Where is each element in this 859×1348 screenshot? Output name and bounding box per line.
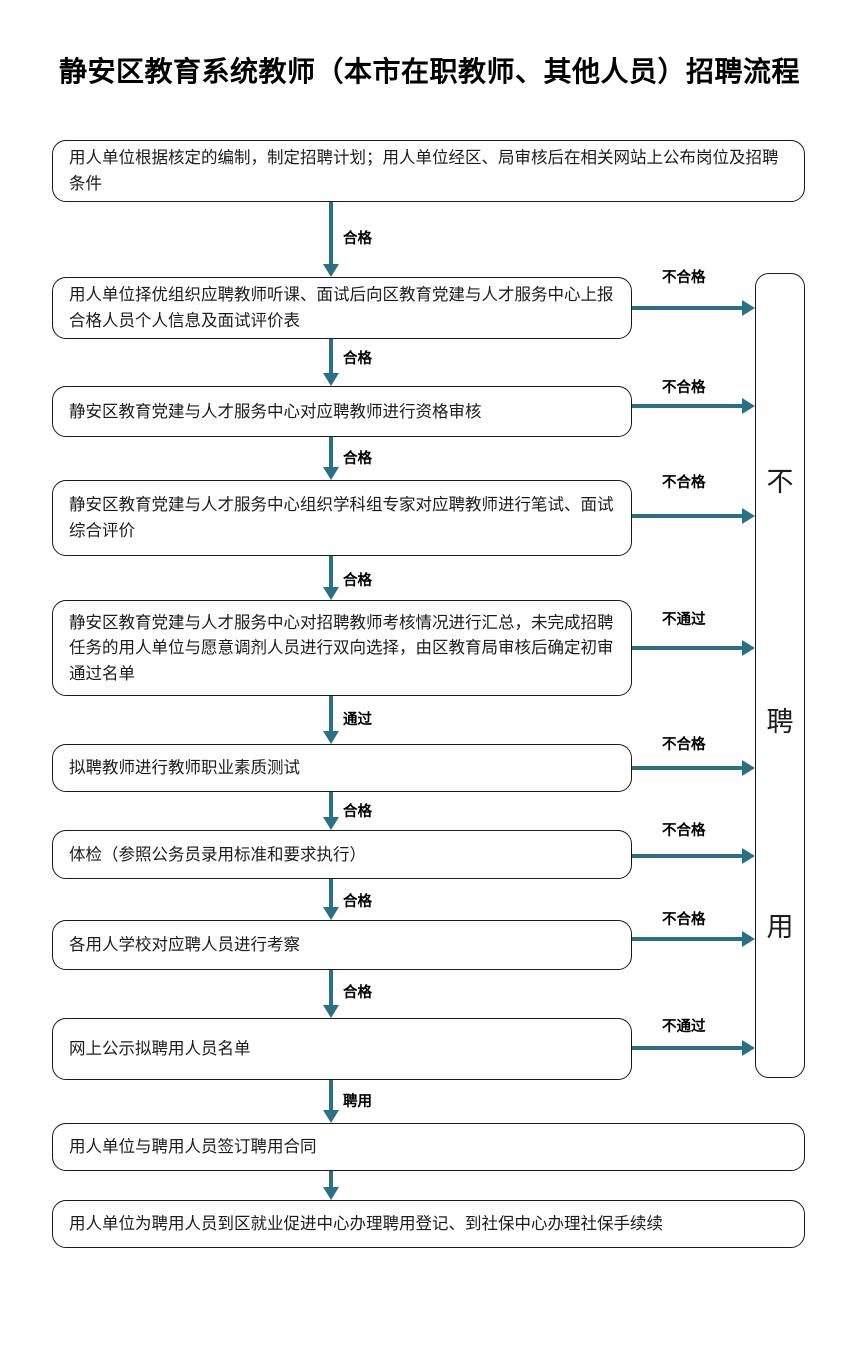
process-box-4-text: 静安区教育党建与人才服务中心组织学科组专家对应聘教师进行笔试、面试综合评价: [69, 495, 614, 540]
edge-label-pass-1-2: 合格: [343, 231, 372, 247]
process-box-5[interactable]: 静安区教育党建与人才服务中心对招聘教师考核情况进行汇总，未完成招聘任务的用人单位…: [52, 600, 632, 696]
flow-arrow-3-4-line: [329, 437, 333, 467]
flow-arrow-3-4-head: [322, 467, 339, 480]
edge-label-pass-7-8: 合格: [343, 894, 372, 910]
flow-arrow-4-5-line: [329, 556, 333, 587]
reject-arrow-5-head: [742, 639, 755, 656]
reject-arrow-7-line: [632, 854, 742, 858]
flow-arrow-1-2-line: [329, 202, 333, 264]
process-box-4[interactable]: 静安区教育党建与人才服务中心组织学科组专家对应聘教师进行笔试、面试综合评价: [52, 480, 632, 556]
process-box-9-text: 网上公示拟聘用人员名单: [69, 1039, 251, 1059]
flow-arrow-4-5-head: [322, 587, 339, 600]
edge-label-pass-5-6: 通过: [343, 712, 372, 728]
edge-label-pass-6-7: 合格: [343, 804, 372, 820]
process-box-2-text: 用人单位择优组织应聘教师听课、面试后向区教育党建与人才服务中心上报合格人员个人信…: [69, 285, 614, 330]
edge-label-pass-4-5: 合格: [343, 573, 372, 589]
flow-arrow-6-7-head: [322, 817, 339, 830]
process-box-1[interactable]: 用人单位根据核定的编制，制定招聘计划；用人单位经区、局审核后在相关网站上公布岗位…: [52, 140, 805, 202]
process-box-7-text: 体检（参照公务员录用标准和要求执行）: [69, 844, 366, 864]
reject-arrow-2-line: [632, 306, 742, 310]
edge-label-pass-8-9: 合格: [343, 985, 372, 1001]
process-box-10[interactable]: 用人单位与聘用人员签订聘用合同: [52, 1123, 805, 1171]
flow-arrow-5-6-head: [322, 731, 339, 744]
flow-arrow-5-6-line: [329, 696, 333, 731]
edge-label-reject-2: 不合格: [662, 270, 706, 286]
reject-arrow-3-line: [632, 404, 742, 408]
process-box-8-text: 各用人学校对应聘人员进行考察: [69, 935, 300, 955]
edge-label-reject-4: 不合格: [662, 475, 706, 491]
flow-arrow-9-10-head: [322, 1110, 339, 1123]
process-box-3[interactable]: 静安区教育党建与人才服务中心对应聘教师进行资格审核: [52, 386, 632, 437]
flow-arrow-10-11-head: [322, 1187, 339, 1200]
reject-outcome-bar[interactable]: 不 聘 用: [755, 273, 805, 1078]
reject-arrow-9-line: [632, 1046, 742, 1050]
edge-label-pass-9-10: 聘用: [343, 1094, 372, 1110]
reject-arrow-4-head: [742, 507, 755, 524]
flow-arrow-2-3-head: [322, 373, 339, 386]
process-box-11[interactable]: 用人单位为聘用人员到区就业促进中心办理聘用登记、到社保中心办理社保手续续: [52, 1200, 805, 1248]
process-box-3-text: 静安区教育党建与人才服务中心对应聘教师进行资格审核: [69, 401, 482, 421]
flow-arrow-9-10-line: [329, 1080, 333, 1110]
edge-label-reject-5: 不通过: [662, 612, 706, 628]
edge-label-reject-7: 不合格: [662, 823, 706, 839]
process-box-6[interactable]: 拟聘教师进行教师职业素质测试: [52, 744, 632, 792]
process-box-11-text: 用人单位为聘用人员到区就业促进中心办理聘用登记、到社保中心办理社保手续续: [69, 1214, 663, 1234]
edge-label-pass-3-4: 合格: [343, 451, 372, 467]
reject-arrow-6-head: [742, 759, 755, 776]
reject-arrow-4-line: [632, 514, 742, 518]
process-box-1-text: 用人单位根据核定的编制，制定招聘计划；用人单位经区、局审核后在相关网站上公布岗位…: [69, 148, 779, 193]
flow-arrow-10-11-line: [329, 1171, 333, 1187]
reject-arrow-6-line: [632, 766, 742, 770]
flow-arrow-2-3-line: [329, 339, 333, 373]
reject-arrow-8-head: [742, 930, 755, 947]
flow-arrow-8-9-line: [329, 970, 333, 1005]
flow-arrow-1-2-head: [322, 264, 339, 277]
reject-arrow-2-head: [742, 299, 755, 316]
edge-label-reject-9: 不通过: [662, 1019, 706, 1035]
process-box-2[interactable]: 用人单位择优组织应聘教师听课、面试后向区教育党建与人才服务中心上报合格人员个人信…: [52, 277, 632, 339]
flow-arrow-7-8-line: [329, 879, 333, 907]
process-box-9[interactable]: 网上公示拟聘用人员名单: [52, 1018, 632, 1080]
reject-arrow-8-line: [632, 937, 742, 941]
process-box-10-text: 用人单位与聘用人员签订聘用合同: [69, 1137, 317, 1157]
edge-label-reject-6: 不合格: [662, 737, 706, 753]
reject-bar-char-2: 聘: [766, 707, 794, 738]
process-box-5-text: 静安区教育党建与人才服务中心对招聘教师考核情况进行汇总，未完成招聘任务的用人单位…: [69, 612, 614, 683]
reject-bar-char-3: 用: [766, 912, 794, 943]
flow-arrow-8-9-head: [322, 1005, 339, 1018]
flow-arrow-6-7-line: [329, 792, 333, 817]
reject-arrow-9-head: [742, 1039, 755, 1056]
reject-bar-char-1: 不: [766, 467, 794, 498]
edge-label-reject-8: 不合格: [662, 912, 706, 928]
edge-label-pass-2-3: 合格: [343, 351, 372, 367]
reject-arrow-3-head: [742, 397, 755, 414]
reject-arrow-7-head: [742, 847, 755, 864]
process-box-7[interactable]: 体检（参照公务员录用标准和要求执行）: [52, 830, 632, 879]
process-box-8[interactable]: 各用人学校对应聘人员进行考察: [52, 920, 632, 970]
edge-label-reject-3: 不合格: [662, 380, 706, 396]
flow-arrow-7-8-head: [322, 907, 339, 920]
page-title: 静安区教育系统教师（本市在职教师、其他人员）招聘流程: [58, 55, 800, 88]
process-box-6-text: 拟聘教师进行教师职业素质测试: [69, 758, 300, 778]
reject-arrow-5-line: [632, 646, 742, 650]
